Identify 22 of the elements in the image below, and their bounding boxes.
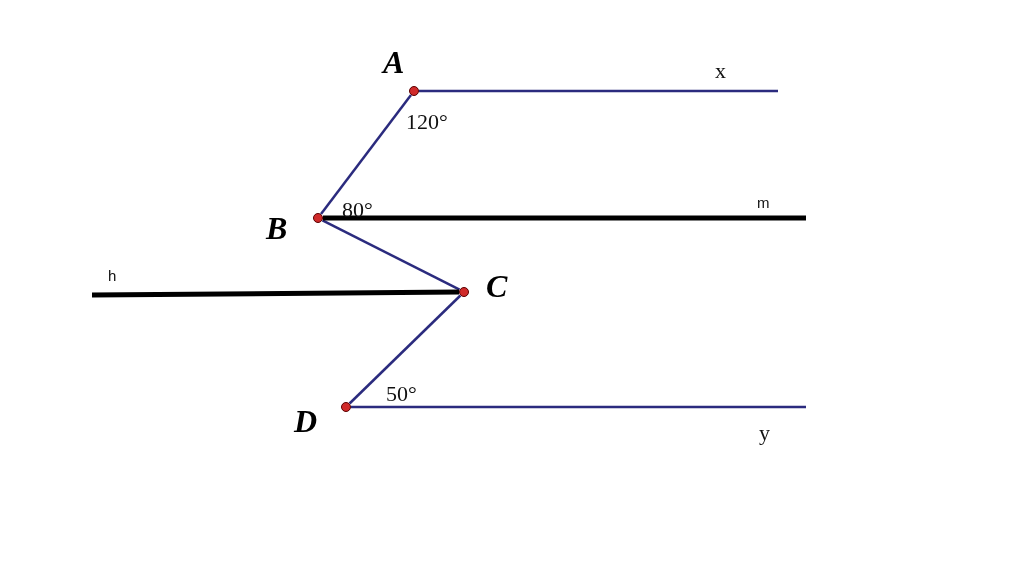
line-name: y: [759, 422, 770, 444]
line-name: m: [757, 195, 770, 210]
line-segment: [321, 219, 461, 291]
point-dot: [313, 213, 323, 223]
angle-label: 80°: [342, 199, 373, 221]
point-label: B: [266, 212, 288, 244]
angle-label: 50°: [386, 383, 417, 405]
line-segment: [320, 94, 412, 215]
point-dot: [459, 287, 469, 297]
angle-label: 120°: [406, 111, 448, 133]
ray-line: [351, 405, 806, 409]
line-segment: [348, 294, 462, 405]
point-dot: [341, 402, 351, 412]
point-label: D: [294, 405, 318, 437]
point-label: C: [486, 270, 508, 302]
point-label: A: [383, 46, 405, 78]
ray-line: [323, 215, 806, 221]
ray-line: [92, 289, 459, 298]
point-dot: [409, 86, 419, 96]
ray-line: [419, 89, 778, 93]
line-name: x: [715, 60, 726, 82]
line-name: h: [108, 268, 117, 283]
